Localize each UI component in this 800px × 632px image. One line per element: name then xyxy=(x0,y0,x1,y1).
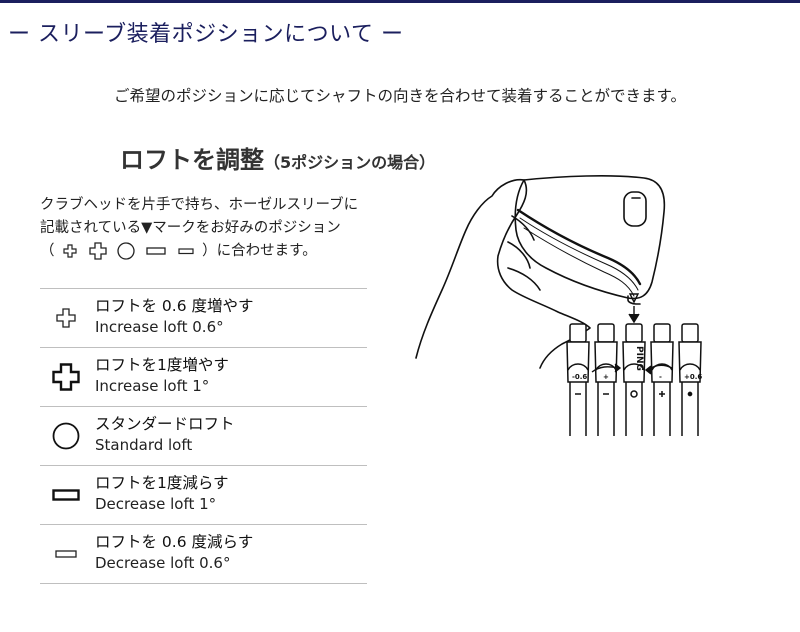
instructions-paren-close: ）に合わせます。 xyxy=(202,243,317,259)
large-plus-icon xyxy=(89,242,107,260)
small-minus-icon xyxy=(55,550,77,558)
instructions: クラブヘッドを片手で持ち、ホーゼルスリーブに 記載されている▼マークをお好みのポ… xyxy=(40,194,420,263)
section-heading-sub: （5ポジションの場合） xyxy=(264,153,436,172)
circle-icon xyxy=(52,422,80,450)
hand-illustration xyxy=(415,178,591,369)
legend-label-en: Increase loft 1° xyxy=(95,377,210,395)
legend-label-en: Increase loft 0.6° xyxy=(95,318,224,336)
club-head-hand-illustration: PING -0.6 + - +0.6 xyxy=(415,175,702,436)
legend-label-jp: ロフトを 0.6 度増やす xyxy=(95,297,254,315)
sleeve-mark-label: - xyxy=(659,373,662,381)
instructions-line-1: クラブヘッドを片手で持ち、ホーゼルスリーブに xyxy=(40,197,359,213)
instructions-line-2: 記載されている▼マークをお好みのポジション xyxy=(40,220,341,236)
section-heading: ロフトを調整（5ポジションの場合） xyxy=(120,140,435,175)
instructions-paren-open: （ xyxy=(40,243,55,259)
sleeve-mark-label: + xyxy=(603,373,609,381)
large-minus-icon xyxy=(52,489,80,501)
intro-text: ご希望のポジションに応じてシャフトの向きを合わせて装着することができます。 xyxy=(114,87,686,105)
position-legend: ロフトを 0.6 度増やす Increase loft 0.6° ロフトを1度増… xyxy=(40,288,367,584)
sleeve-mark-label: -0.6 xyxy=(572,373,587,381)
circle-icon xyxy=(117,242,135,260)
legend-row: ロフトを 0.6 度増やす Increase loft 0.6° xyxy=(40,289,367,348)
hosel-sleeves-illustration xyxy=(566,323,702,436)
legend-label-en: Decrease loft 0.6° xyxy=(95,554,231,572)
legend-label-jp: ロフトを 0.6 度減らす xyxy=(95,533,254,551)
sleeve-mark-label: +0.6 xyxy=(684,373,702,381)
page-title: ー スリーブ装着ポジションについて ー xyxy=(8,22,404,47)
legend-label-en: Standard loft xyxy=(95,436,193,454)
large-plus-icon xyxy=(52,363,80,391)
top-accent-bar xyxy=(0,0,800,3)
legend-label-jp: ロフトを1度増やす xyxy=(95,356,229,374)
small-minus-icon xyxy=(177,248,194,255)
large-minus-icon xyxy=(146,247,166,255)
club-weight-illustration xyxy=(623,191,647,227)
sleeve-brand-label: PING xyxy=(634,346,644,371)
legend-label-jp: スタンダードロフト xyxy=(95,415,235,433)
section-heading-main: ロフトを調整 xyxy=(120,146,264,174)
legend-row: スタンダードロフト Standard loft xyxy=(40,407,367,466)
small-plus-icon xyxy=(56,308,76,328)
sleeve-position-symbols xyxy=(575,390,693,398)
legend-row: ロフトを1度増やす Increase loft 1° xyxy=(40,348,367,407)
instructions-line-3: （ ）に合わせます。 xyxy=(40,240,420,263)
club-head-illustration xyxy=(514,175,666,300)
small-plus-icon xyxy=(63,244,77,258)
legend-row: ロフトを1度減らす Decrease loft 1° xyxy=(40,466,367,525)
legend-label-en: Decrease loft 1° xyxy=(95,495,217,513)
legend-row: ロフトを 0.6 度減らす Decrease loft 0.6° xyxy=(40,525,367,584)
legend-label-jp: ロフトを1度減らす xyxy=(95,474,229,492)
